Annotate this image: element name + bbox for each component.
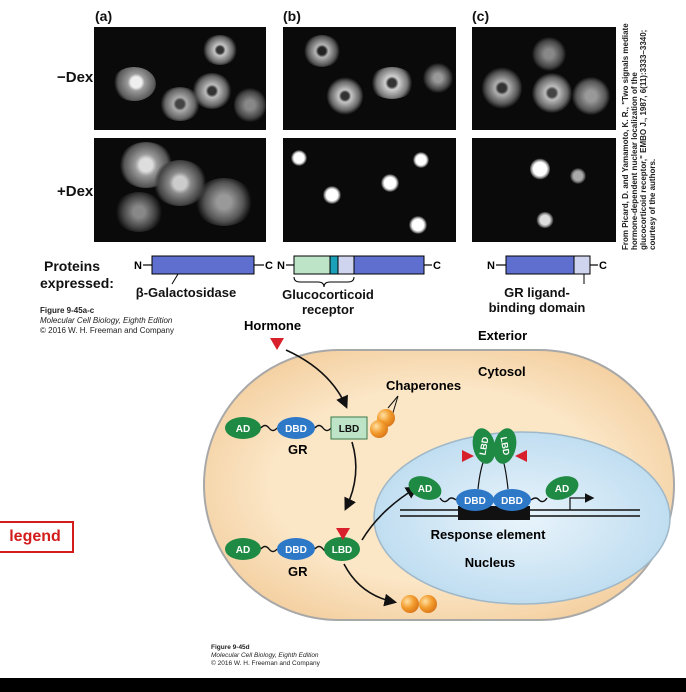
nuclear-dbd-2 bbox=[493, 489, 531, 511]
exterior-label: Exterior bbox=[478, 328, 527, 343]
nuclear-lbd-1-label: LBD bbox=[477, 436, 490, 456]
gr-beta-gal-fusion bbox=[353, 255, 425, 275]
gr-bottom-ad bbox=[225, 538, 261, 560]
micrograph-c-minus-dex bbox=[472, 27, 616, 130]
gr-top-lbd bbox=[330, 416, 368, 440]
gr-top-dbd bbox=[277, 417, 315, 439]
micrograph-b-minus-dex bbox=[283, 27, 456, 130]
gr-bottom-dbd bbox=[277, 538, 315, 560]
figure-abc-caption: Figure 9-45a-c Molecular Cell Biology, E… bbox=[40, 306, 210, 336]
hormone-arrow bbox=[285, 349, 348, 409]
gr-n-terminal-domain bbox=[293, 255, 331, 275]
construct-b-c-end: C bbox=[433, 260, 441, 272]
transcription-start-arrow bbox=[569, 493, 595, 510]
gr-bottom-lbd bbox=[324, 537, 360, 561]
nuclear-dbd-1-label: DBD bbox=[464, 496, 486, 507]
row-label-minus-dex: −Dex bbox=[57, 69, 94, 86]
c-beta-gal-bar bbox=[505, 255, 575, 275]
micrograph-a-minus-dex bbox=[94, 27, 266, 130]
bound-hormone bbox=[336, 528, 350, 540]
nuclear-hormone-1 bbox=[462, 450, 474, 462]
construct-a-n-end: N bbox=[134, 260, 142, 272]
figure-d-caption: Figure 9-45d Molecular Cell Biology, Eig… bbox=[211, 644, 381, 668]
construct-b-label: Glucocorticoid receptor bbox=[282, 287, 374, 317]
gr-lbd-segment bbox=[337, 255, 355, 275]
proteins-expressed-label: Proteins expressed: bbox=[40, 258, 114, 291]
legend-button[interactable]: legend bbox=[0, 521, 74, 553]
construct-b-n-end: N bbox=[277, 260, 285, 272]
figure-abc-copyright: © 2016 W. H. Freeman and Company bbox=[40, 326, 174, 335]
nuclear-lbd-2 bbox=[493, 428, 517, 464]
panel-label-a: (a) bbox=[95, 8, 113, 24]
beta-galactosidase-bar bbox=[151, 255, 255, 275]
construct-a-c-end: C bbox=[265, 260, 273, 272]
nuclear-ad-2 bbox=[545, 476, 579, 500]
activation-arrow bbox=[344, 441, 357, 511]
gr-bracket bbox=[293, 276, 355, 288]
micrograph-b-plus-dex bbox=[283, 138, 456, 242]
gr-dbd-segment bbox=[329, 255, 339, 275]
gr-bottom-label: GR bbox=[288, 564, 308, 579]
construct-diagrams: N C N C N C bbox=[134, 255, 607, 288]
figure-d-copyright: © 2016 W. H. Freeman and Company bbox=[211, 660, 320, 667]
chaperones-label: Chaperones bbox=[386, 378, 461, 393]
gr-signaling-diagram: Hormone Exterior Cytosol Chaperones AD D… bbox=[203, 318, 675, 621]
c-lbd-bar bbox=[573, 255, 591, 275]
gr-bottom-dbd-label: DBD bbox=[285, 545, 307, 556]
nuclear-dbd-2-label: DBD bbox=[501, 496, 523, 507]
nuclear-lbd-1 bbox=[472, 428, 496, 464]
nuclear-dbd-1 bbox=[456, 489, 494, 511]
micrograph-c-plus-dex bbox=[472, 138, 616, 242]
figure-d-book: Molecular Cell Biology, Eighth Edition bbox=[211, 652, 319, 659]
nuclear-import-arrow bbox=[361, 486, 419, 541]
bottom-bar bbox=[0, 678, 686, 692]
gr-top-ad-label: AD bbox=[236, 424, 250, 435]
construct-c-c-end: C bbox=[599, 260, 607, 272]
cytosol-label: Cytosol bbox=[478, 364, 526, 379]
construct-c-label: GR ligand-binding domain bbox=[488, 285, 586, 315]
chaperone-ball-2 bbox=[370, 420, 388, 438]
construct-a-label: β-Galactosidase bbox=[135, 285, 237, 300]
micrograph-a-plus-dex bbox=[94, 138, 266, 242]
hormone-triangle bbox=[270, 338, 284, 350]
panel-label-b: (b) bbox=[283, 8, 301, 24]
chaperone-release-arrow bbox=[343, 563, 398, 607]
row-label-plus-dex: +Dex bbox=[57, 183, 94, 200]
figure-abc-title: Figure 9-45a-c bbox=[40, 306, 95, 315]
gr-top-dbd-label: DBD bbox=[285, 424, 307, 435]
nuclear-hormone-2 bbox=[515, 450, 527, 462]
construct-c-n-end: N bbox=[487, 260, 495, 272]
nucleus-label: Nucleus bbox=[465, 555, 516, 570]
panel-label-c: (c) bbox=[472, 8, 490, 24]
image-credit: From Picard, D. and Yamamoto, K. R., "Tw… bbox=[621, 23, 657, 250]
figure-d-title: Figure 9-45d bbox=[211, 644, 250, 651]
gr-top-ad bbox=[225, 417, 261, 439]
figure-abc-book: Molecular Cell Biology, Eighth Edition bbox=[40, 316, 173, 325]
nuclear-ad-1-label: AD bbox=[418, 484, 432, 495]
nuclear-ad-2-label: AD bbox=[555, 484, 569, 495]
gr-bottom-ad-label: AD bbox=[236, 545, 250, 556]
nuclear-ad-1 bbox=[408, 476, 442, 500]
gr-top-lbd-label: LBD bbox=[339, 424, 360, 435]
released-chaperone-1 bbox=[401, 595, 419, 613]
gr-bottom-lbd-label: LBD bbox=[332, 545, 353, 556]
released-chaperone-2 bbox=[419, 595, 437, 613]
response-element-label: Response element bbox=[431, 527, 547, 542]
hormone-label: Hormone bbox=[244, 318, 301, 333]
gr-top-label: GR bbox=[288, 442, 308, 457]
nuclear-lbd-2-label: LBD bbox=[498, 436, 511, 456]
